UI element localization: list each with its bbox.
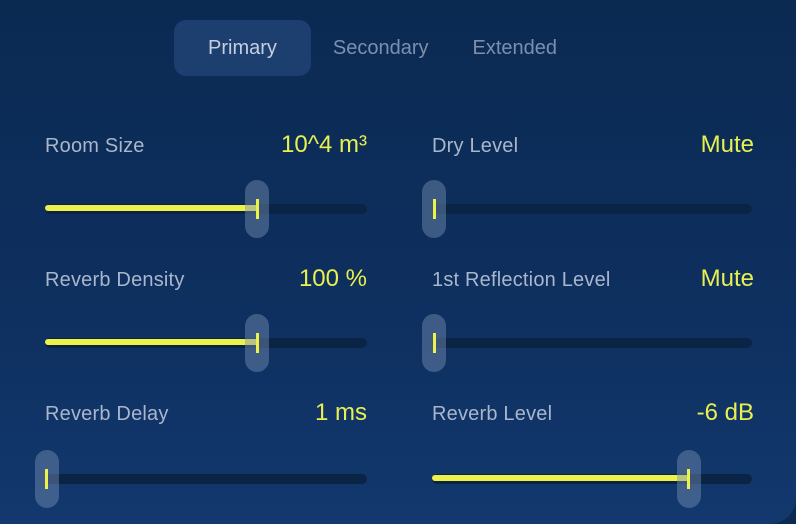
slider-indicator-tick — [256, 199, 259, 219]
room-size-label: Room Size — [45, 135, 145, 157]
reverb-level-label: Reverb Level — [432, 403, 553, 425]
slider-indicator-tick — [433, 199, 436, 219]
first-reflection-level-label: 1st Reflection Level — [432, 269, 611, 291]
slider-indicator-tick — [45, 469, 48, 489]
reverb-level-slider[interactable] — [432, 450, 752, 508]
slider-track — [432, 338, 752, 348]
slider-indicator-tick — [256, 333, 259, 353]
reverb-delay-control: Reverb Delay 1 ms — [35, 399, 367, 508]
slider-fill — [45, 339, 258, 345]
slider-fill — [432, 475, 689, 481]
first-reflection-level-slider[interactable] — [422, 314, 752, 372]
reverb-level-control: Reverb Level -6 dB — [432, 399, 754, 508]
tab-extended[interactable]: Extended — [472, 37, 558, 59]
slider-indicator-tick — [433, 333, 436, 353]
dry-level-value: Mute — [700, 131, 754, 158]
reverb-delay-slider[interactable] — [35, 450, 367, 508]
room-size-value: 10^4 m³ — [281, 131, 367, 158]
first-reflection-level-control: 1st Reflection Level Mute — [422, 265, 754, 372]
slider-fill — [45, 205, 258, 211]
reverb-density-label: Reverb Density — [45, 269, 185, 291]
reverb-delay-label: Reverb Delay — [45, 403, 169, 425]
slider-indicator-tick — [687, 469, 690, 489]
room-size-slider[interactable] — [45, 180, 367, 238]
slider-track — [432, 204, 752, 214]
reverb-density-slider[interactable] — [45, 314, 367, 372]
reverb-level-value: -6 dB — [696, 399, 754, 426]
tab-secondary[interactable]: Secondary — [332, 37, 429, 59]
tab-bar: Primary Secondary Extended — [174, 20, 579, 76]
first-reflection-level-value: Mute — [700, 265, 754, 292]
room-size-control: Room Size 10^4 m³ — [45, 131, 367, 238]
dry-level-label: Dry Level — [432, 135, 519, 157]
slider-track — [45, 474, 367, 484]
reverb-delay-value: 1 ms — [314, 399, 367, 426]
reverb-density-value: 100 % — [298, 265, 367, 292]
tab-primary[interactable]: Primary — [174, 20, 311, 76]
dry-level-slider[interactable] — [422, 180, 752, 238]
reverb-density-control: Reverb Density 100 % — [45, 265, 367, 372]
dry-level-control: Dry Level Mute — [422, 131, 754, 238]
